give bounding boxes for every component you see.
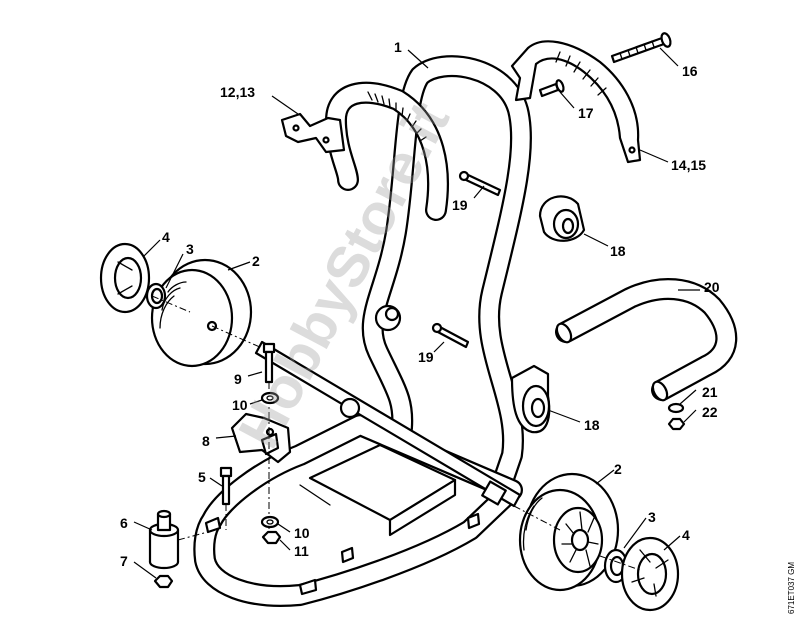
screw-16 bbox=[610, 32, 672, 64]
rubber-foot-6 bbox=[148, 509, 180, 570]
bolt-5 bbox=[219, 466, 233, 506]
ring-3-left bbox=[145, 282, 167, 310]
wheel-2-right bbox=[518, 472, 620, 592]
label-14-15: 14,15 bbox=[671, 157, 706, 173]
nut-7 bbox=[153, 574, 174, 589]
washer-10-upper bbox=[260, 391, 280, 405]
washer-21 bbox=[667, 402, 685, 414]
nut-22 bbox=[667, 417, 686, 431]
label-9: 9 bbox=[234, 371, 242, 387]
label-8: 8 bbox=[202, 433, 210, 449]
label-4-left: 4 bbox=[162, 229, 170, 245]
label-11: 11 bbox=[294, 543, 309, 559]
drawing-code: 671ET037 GM bbox=[787, 562, 796, 614]
handle-14-15 bbox=[510, 40, 642, 164]
bolt-19-upper bbox=[458, 170, 502, 197]
leader-lines bbox=[133, 47, 700, 579]
cart-frame bbox=[193, 55, 533, 607]
label-18-upper: 18 bbox=[610, 243, 626, 259]
label-10-upper: 10 bbox=[232, 397, 248, 413]
washer-10-lower bbox=[260, 515, 280, 529]
label-2-right: 2 bbox=[614, 461, 622, 477]
label-16: 16 bbox=[682, 63, 698, 79]
label-5: 5 bbox=[198, 469, 206, 485]
wheel-2-left bbox=[150, 258, 253, 368]
nut-11 bbox=[261, 530, 282, 545]
label-19-upper: 19 bbox=[452, 197, 468, 213]
hose-hook-18-lower bbox=[510, 364, 551, 434]
label-22: 22 bbox=[702, 404, 718, 420]
label-3-left: 3 bbox=[186, 241, 194, 257]
handle-bar-20 bbox=[555, 278, 738, 402]
label-10-lower: 10 bbox=[294, 525, 310, 541]
label-20: 20 bbox=[704, 279, 720, 295]
label-12-13: 12,13 bbox=[220, 84, 255, 100]
hubcap-4-left bbox=[99, 242, 151, 314]
label-4-right: 4 bbox=[682, 527, 690, 543]
foot-bracket-8 bbox=[230, 412, 292, 464]
label-21: 21 bbox=[702, 384, 718, 400]
label-6: 6 bbox=[120, 515, 128, 531]
side-panel-12-13 bbox=[280, 112, 346, 154]
label-1: 1 bbox=[394, 39, 402, 55]
label-19-lower: 19 bbox=[418, 349, 434, 365]
hose-hook-18-upper bbox=[538, 195, 586, 242]
label-18-lower: 18 bbox=[584, 417, 600, 433]
screw-17 bbox=[538, 79, 565, 98]
label-3-right: 3 bbox=[648, 509, 656, 525]
label-2-left: 2 bbox=[252, 253, 260, 269]
bolt-19-lower bbox=[431, 322, 470, 349]
hubcap-4-right bbox=[620, 536, 680, 612]
label-7: 7 bbox=[120, 553, 128, 569]
part-labels: 1 12,13 16 17 14,15 19 18 4 3 2 20 19 9 … bbox=[120, 39, 720, 569]
label-17: 17 bbox=[578, 105, 594, 121]
